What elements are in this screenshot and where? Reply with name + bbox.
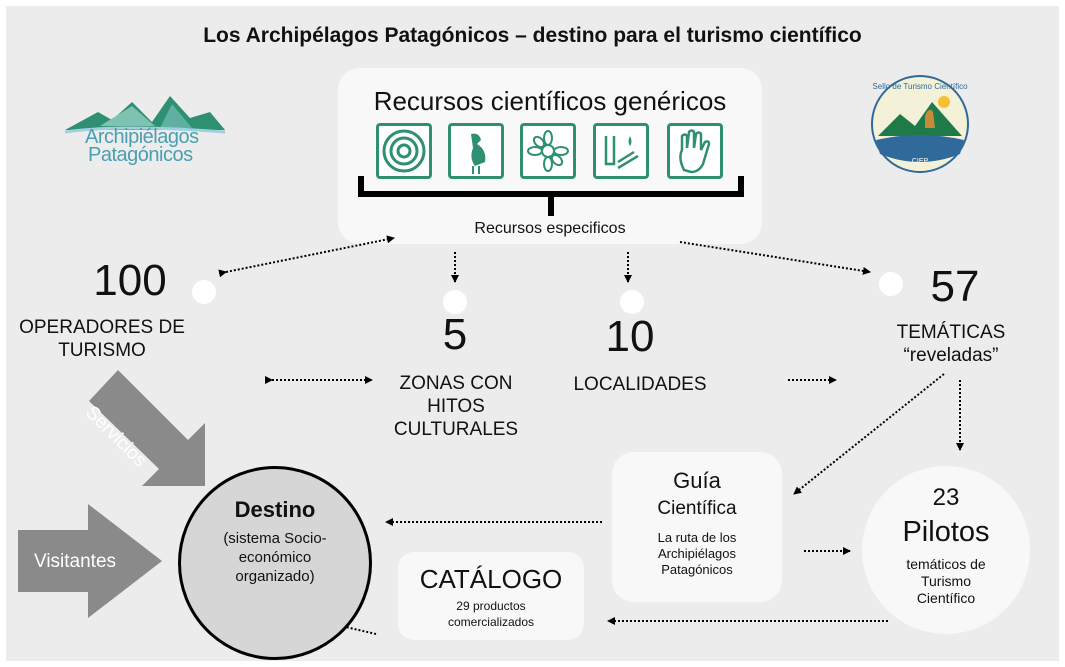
logo-line-2: Patagónicos xyxy=(88,144,193,166)
node-dot xyxy=(620,290,644,314)
destino-circle: Destino (sistema Socio-económico organiz… xyxy=(178,466,372,660)
seal-logo: Sello de Turismo Científico CIEP xyxy=(870,74,970,174)
seal-text: Sello de Turismo Científico xyxy=(872,82,968,91)
operadores-number: 100 xyxy=(93,256,167,305)
guia-title: Guía xyxy=(673,468,721,493)
pilotos-desc: temáticos de Turismo Científico xyxy=(906,556,986,606)
seal-icon xyxy=(871,75,969,173)
destino-title: Destino xyxy=(234,497,316,522)
specific-resources-label: Recursos especificos xyxy=(474,220,626,237)
guia-desc: La ruta de los Archipiélagos Patagónicos xyxy=(657,530,737,577)
zonas-label: ZONAS CON HITOS CULTURALES xyxy=(393,373,519,440)
bird-icon xyxy=(448,123,504,179)
logo-line-1: Archipiélagos xyxy=(85,126,199,148)
catalogo-desc: 29 productos comercializados xyxy=(447,599,535,629)
visitantes-arrow xyxy=(18,504,162,618)
pilotos-circle: 23 Pilotos temáticos de Turismo Científi… xyxy=(862,466,1030,634)
node-dot xyxy=(192,280,216,304)
localidades-number: 10 xyxy=(605,312,655,361)
pilotos-title: Pilotos xyxy=(902,516,990,548)
tematicas-sublabel: “reveladas” xyxy=(903,345,999,366)
tematicas-number: 57 xyxy=(930,262,980,311)
node-dot xyxy=(879,272,903,296)
catalogo-title: CATÁLOGO xyxy=(419,564,563,594)
mountain-logo-icon xyxy=(64,96,226,134)
guia-subtitle: Científica xyxy=(657,498,737,519)
resources-brace xyxy=(358,176,744,216)
resources-heading: Recursos científicos genéricos xyxy=(373,86,727,116)
archipielagos-logo: Archipiélagos Patagónicos xyxy=(60,82,230,172)
guia-panel: Guía Científica La ruta de los Archipiél… xyxy=(612,452,782,602)
localidades-label: LOCALIDADES xyxy=(573,374,707,395)
destino-desc: (sistema Socio-económico organizado) xyxy=(223,530,327,585)
operadores-label: OPERADORES DE TURISMO xyxy=(19,317,185,361)
pilotos-number: 23 xyxy=(932,484,960,511)
flower-icon xyxy=(520,123,576,179)
catalogo-panel: CATÁLOGO 29 productos comercializados xyxy=(398,552,584,640)
zonas-number: 5 xyxy=(442,310,468,359)
node-dot xyxy=(443,290,467,314)
seal-small-text: CIEP xyxy=(911,158,929,165)
visitantes-label: Visitantes xyxy=(34,551,117,572)
servicios-arrow xyxy=(89,370,205,486)
hand-icon xyxy=(667,123,723,179)
landscape-icon xyxy=(593,123,649,179)
tematicas-label: TEMÁTICAS xyxy=(896,322,1006,343)
spiral-icon xyxy=(376,123,432,179)
diagram-title: Los Archipélagos Patagónicos – destino p… xyxy=(203,24,862,47)
